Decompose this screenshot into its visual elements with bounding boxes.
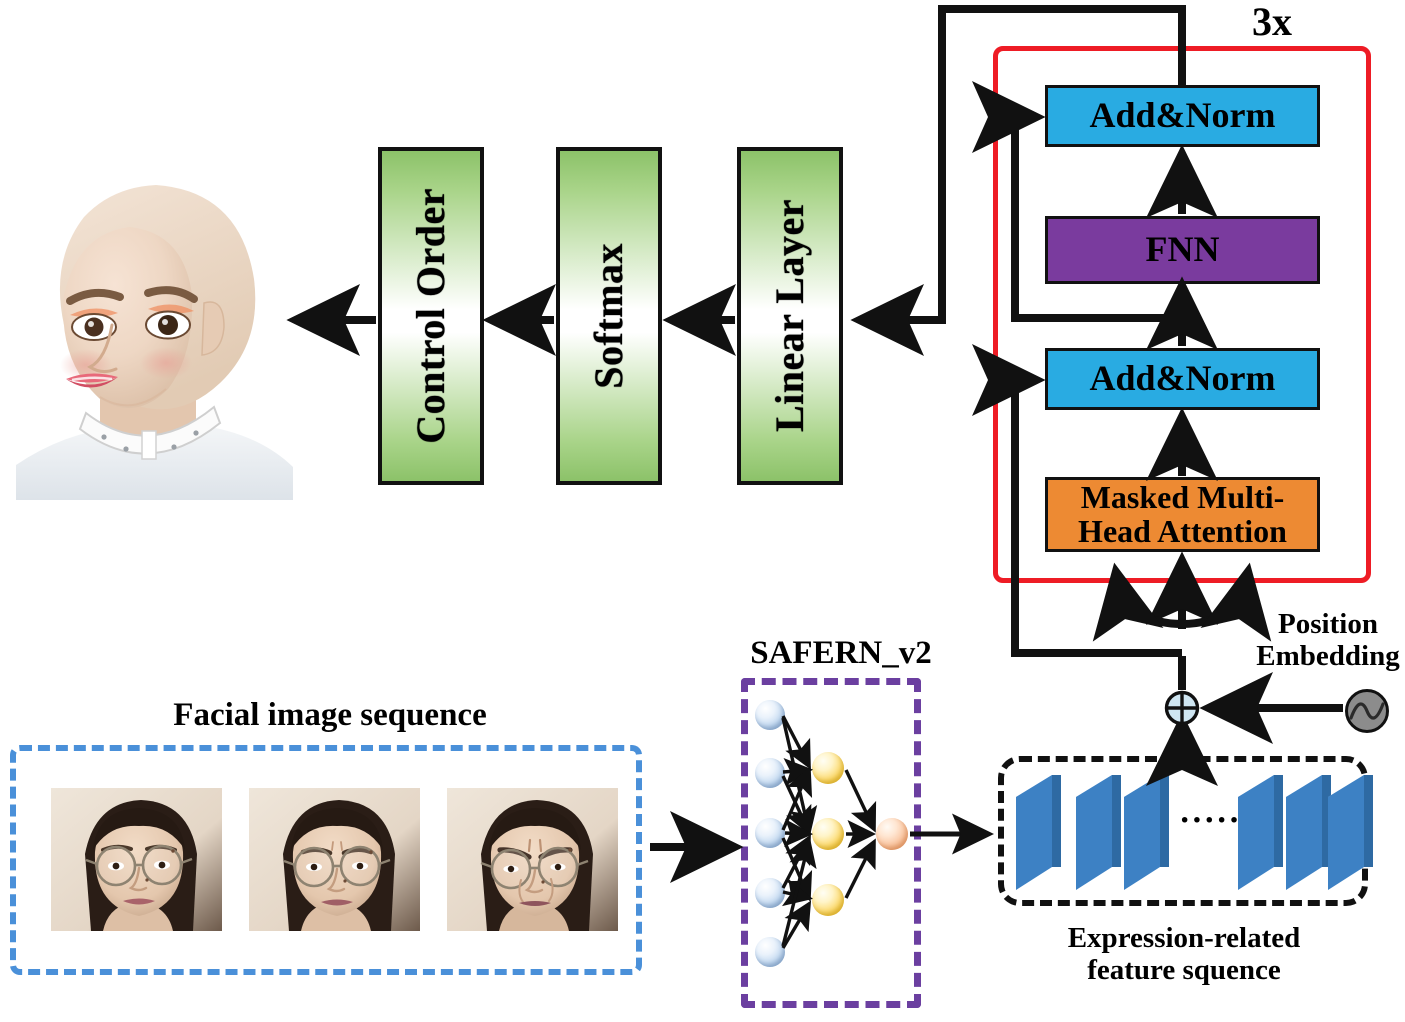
safern-input-node-4 (755, 878, 785, 908)
face-frame-1 (51, 788, 222, 931)
add-norm-bottom-label: Add&Norm (1089, 358, 1276, 399)
control-order-box[interactable]: Control Order (378, 147, 484, 485)
mha-label-line2: Head Attention (1078, 512, 1287, 549)
feature-slab-4 (1238, 775, 1288, 890)
feature-slab-1 (1016, 775, 1066, 890)
safern-input-node-2 (755, 758, 785, 788)
add-norm-top-box[interactable]: Add&Norm (1045, 85, 1320, 147)
add-norm-top-label: Add&Norm (1089, 95, 1276, 136)
linear-layer-box[interactable]: Linear Layer (737, 147, 843, 485)
slab-shape-6 (1328, 775, 1373, 890)
facial-sequence-caption: Facial image sequence (173, 697, 487, 733)
position-embedding-sum-operator (1163, 689, 1201, 727)
feature-slab-2 (1076, 775, 1126, 890)
face-frame-3 (447, 788, 618, 931)
feature-slab-3 (1124, 775, 1174, 890)
face-illustration-3 (447, 788, 618, 931)
feature-slab-6 (1328, 775, 1378, 890)
residual-connection-mha (972, 344, 1182, 657)
safern-hidden-node-3 (812, 884, 844, 916)
qkv-fanout (1092, 551, 1272, 642)
feature-sequence-caption: Expression-related feature squence (1000, 922, 1368, 987)
masked-multi-head-attention-box[interactable]: Masked Multi- Head Attention (1045, 477, 1320, 552)
safern-input-node-1 (755, 700, 785, 730)
feature-sequence-caption-line1: Expression-related (1067, 922, 1301, 954)
face-illustration-2 (249, 788, 420, 931)
safern-input-node-3 (755, 818, 785, 848)
position-embedding-source-icon (1345, 689, 1389, 733)
slab-shape-3 (1124, 775, 1169, 890)
add-norm-bottom-box[interactable]: Add&Norm (1045, 348, 1320, 410)
position-embedding-line1: Position (1278, 608, 1378, 640)
position-embedding-label: Position Embedding (1243, 608, 1405, 673)
robot-head-illustration (8, 175, 298, 500)
safern-container (741, 678, 921, 1008)
decoder-output-path (850, 5, 1186, 356)
slab-shape-2 (1076, 775, 1121, 890)
residual-connection-fnn (972, 81, 1182, 322)
feature-sequence-caption-line2: feature squence (1087, 954, 1281, 987)
face-illustration-1 (51, 788, 222, 931)
fnn-label: FNN (1145, 229, 1220, 270)
safern-hidden-node-2 (812, 818, 844, 850)
slab-shape-4 (1238, 775, 1283, 890)
safern-input-node-5 (755, 937, 785, 967)
safern-output-node (876, 818, 908, 850)
safern-edges (781, 715, 877, 949)
softmax-box[interactable]: Softmax (556, 147, 662, 485)
slab-shape-1 (1016, 775, 1061, 890)
mha-label-line1: Masked Multi- (1080, 478, 1285, 515)
safern-hidden-node-1 (812, 752, 844, 784)
robot-head-photo (8, 175, 298, 500)
sinusoid-glyph (1349, 702, 1385, 720)
repeat-count-label: 3x (1252, 0, 1292, 44)
facial-sequence-container (10, 745, 642, 975)
plus-circle-icon (1164, 690, 1200, 726)
safern-title: SAFERN_v2 (750, 635, 932, 671)
face-frame-2 (249, 788, 420, 931)
position-embedding-line2: Embedding (1256, 640, 1400, 673)
